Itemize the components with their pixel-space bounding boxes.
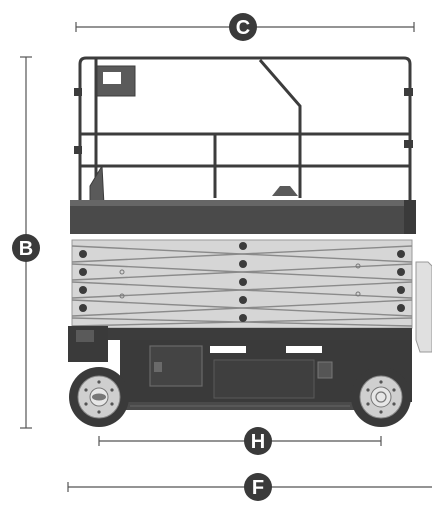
guard-rails <box>78 56 412 205</box>
dimension-h: H <box>98 427 382 455</box>
scissor-hole-1 <box>119 269 125 275</box>
rail-bracket-left-1 <box>74 88 82 96</box>
chassis-top-plate <box>72 328 412 340</box>
vent-slot-2 <box>286 346 322 353</box>
control-box-panel <box>103 72 121 84</box>
scissor-arms <box>71 245 413 327</box>
scissor-hole-4 <box>355 291 361 297</box>
rear-wheel-hub <box>370 386 392 408</box>
dimension-h-badge <box>244 427 272 455</box>
scissor-pins <box>79 242 405 322</box>
platform-deck-top-strip <box>70 200 416 206</box>
chassis-side-panel <box>213 359 315 399</box>
dimension-b-badge <box>12 234 40 262</box>
dimension-c: C <box>75 13 415 41</box>
lanyard-anchor <box>272 186 298 196</box>
rail-bracket-left-2 <box>74 146 82 154</box>
vent-slot-1 <box>210 346 246 353</box>
chassis-front-block-detail <box>76 330 94 342</box>
dimension-f-label: F <box>252 477 264 499</box>
charger-port <box>317 361 333 379</box>
dimension-f: F <box>67 473 432 501</box>
dimension-c-badge <box>229 13 257 41</box>
scissor-hole-2 <box>119 293 125 299</box>
genie-logo <box>92 393 106 401</box>
rail-top <box>78 56 412 205</box>
entry-ladder <box>415 261 432 353</box>
scissor-hole-3 <box>355 263 361 269</box>
battery-door-latch <box>154 362 162 372</box>
platform-extension-cap <box>404 200 416 234</box>
rail-gate-diagonal <box>258 59 302 198</box>
dimension-h-label: H <box>251 431 265 453</box>
rear-wheel <box>351 367 411 427</box>
dimension-b: B <box>12 56 40 429</box>
dimension-f-badge <box>244 473 272 501</box>
chassis <box>68 326 412 410</box>
front-wheel <box>69 367 129 427</box>
rear-wheel-center <box>375 391 387 403</box>
scissor-stack <box>71 239 413 329</box>
rail-bracket-right-2 <box>404 140 413 148</box>
rail-bracket-right-1 <box>404 88 413 96</box>
rear-wheel-lugs <box>366 380 396 414</box>
front-wheel-lugs <box>84 380 114 414</box>
dimension-c-label: C <box>236 17 250 39</box>
dimension-b-label: B <box>19 238 33 260</box>
